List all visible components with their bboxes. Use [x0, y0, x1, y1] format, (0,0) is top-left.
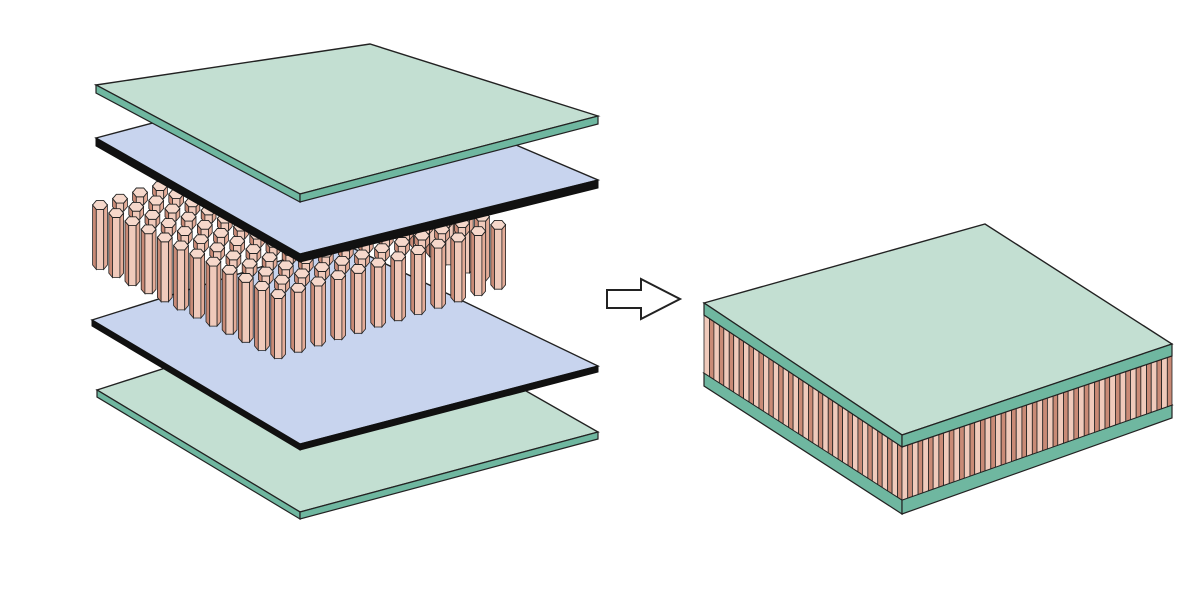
honeycomb-column — [713, 320, 725, 387]
honeycomb-cell — [221, 264, 238, 336]
honeycomb-column — [862, 419, 873, 482]
honeycomb-column — [1057, 390, 1069, 446]
honeycomb-column — [1015, 404, 1028, 461]
honeycomb-column — [792, 373, 804, 438]
honeycomb-cell — [164, 203, 181, 223]
honeycomb-cell — [390, 251, 407, 322]
honeycomb-column — [974, 418, 986, 475]
honeycomb-column — [984, 414, 996, 472]
honeycomb-cell — [410, 245, 427, 316]
honeycomb-column — [822, 393, 834, 457]
honeycomb-cell — [290, 282, 307, 354]
honeycomb-column — [802, 380, 814, 444]
honeycomb-cell — [254, 281, 270, 352]
honeycomb-column — [1088, 379, 1100, 435]
honeycomb-cell — [257, 266, 274, 286]
honeycomb-column — [1161, 355, 1173, 410]
honeycomb-cell — [470, 226, 487, 297]
exploded-view — [90, 43, 601, 521]
assembled-face-sheet-top — [702, 223, 1174, 449]
honeycomb-column — [782, 367, 794, 431]
right-arrow-icon — [606, 277, 683, 321]
honeycomb-cell — [108, 208, 125, 279]
honeycomb-column — [812, 386, 824, 450]
honeycomb-column — [763, 353, 774, 419]
honeycomb-column — [842, 406, 853, 469]
honeycomb-cell — [310, 276, 327, 347]
honeycomb-column — [1005, 407, 1017, 465]
honeycomb-column — [1130, 365, 1142, 421]
honeycomb-cell — [124, 216, 141, 287]
honeycomb-cell — [237, 273, 254, 344]
honeycomb-column — [995, 411, 1007, 468]
honeycomb-column — [911, 439, 924, 497]
honeycomb-cell — [294, 268, 310, 287]
honeycomb-cell — [350, 264, 367, 335]
honeycomb-column — [953, 425, 965, 483]
honeycomb-column — [1046, 393, 1059, 450]
exploded-face-sheet-top — [93, 43, 601, 204]
honeycomb-column — [1026, 400, 1038, 457]
honeycomb-cell — [270, 289, 287, 360]
honeycomb-column — [943, 428, 955, 486]
honeycomb-column — [1150, 358, 1163, 413]
honeycomb-cell — [450, 232, 467, 303]
honeycomb-column — [1109, 372, 1121, 428]
honeycomb-column — [881, 433, 893, 495]
honeycomb-cell — [205, 256, 222, 328]
honeycomb-cell — [132, 187, 148, 206]
honeycomb-cell — [160, 218, 177, 237]
honeycomb-column — [871, 426, 883, 489]
honeycomb-column — [753, 347, 764, 412]
honeycomb-cell — [156, 232, 173, 303]
honeycomb-cell — [334, 255, 350, 275]
honeycomb-cell — [354, 249, 370, 268]
honeycomb-column — [703, 314, 715, 381]
honeycomb-cell — [92, 200, 108, 271]
honeycomb-column — [852, 413, 863, 476]
honeycomb-column — [891, 439, 903, 501]
honeycomb-cell — [189, 248, 206, 320]
honeycomb-column — [1067, 386, 1079, 443]
honeycomb-column — [723, 327, 735, 393]
honeycomb-cell — [490, 219, 507, 291]
honeycomb-cell — [430, 238, 447, 310]
honeycomb-cell — [229, 236, 246, 255]
honeycomb-cell — [173, 240, 189, 311]
honeycomb-column — [1036, 397, 1048, 454]
honeycomb-cell — [140, 224, 157, 295]
honeycomb-column — [733, 334, 744, 400]
honeycomb-column — [1098, 376, 1111, 432]
honeycomb-column — [932, 432, 944, 490]
honeycomb-cell — [330, 270, 347, 341]
honeycomb-column — [922, 435, 934, 494]
honeycomb-cell — [180, 211, 197, 231]
assembled-view — [702, 223, 1174, 516]
honeycomb-column — [743, 340, 754, 406]
honeycomb-cell — [196, 219, 213, 239]
honeycomb-column — [832, 400, 843, 463]
honeycomb-column — [772, 360, 784, 425]
honeycomb-column — [1140, 362, 1152, 417]
honeycomb-cell — [245, 244, 262, 263]
honeycomb-column — [963, 421, 976, 479]
honeycomb-column — [1078, 383, 1090, 439]
honeycomb-cell — [370, 257, 387, 329]
honeycomb-column — [901, 442, 913, 501]
honeycomb-column — [1119, 369, 1131, 424]
